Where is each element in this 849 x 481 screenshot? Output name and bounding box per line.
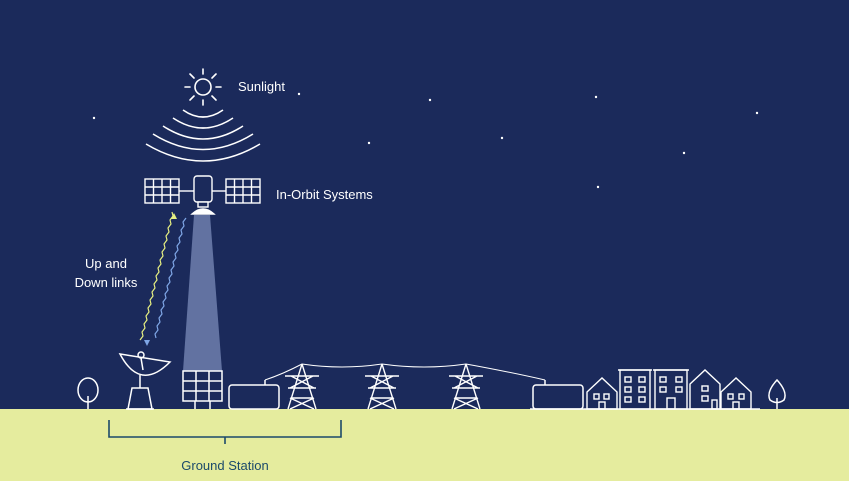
star-icon [92, 116, 96, 120]
tree-icon [768, 378, 786, 409]
star-icon [500, 136, 504, 140]
building-icon [653, 369, 689, 410]
ground-station-label: Ground Station [181, 458, 269, 473]
star-icon [367, 141, 371, 145]
links-label-line2: Down links [74, 275, 138, 290]
sunlight-label: Sunlight [238, 79, 285, 94]
house-icon [586, 377, 618, 410]
power-lines [264, 363, 546, 381]
star-icon [755, 111, 759, 115]
sunlight-waves [145, 109, 261, 162]
satellite-dish-icon [118, 351, 172, 410]
in-orbit-systems-label: In-Orbit Systems [276, 187, 373, 202]
satellite-icon [144, 175, 261, 215]
sun-icon [184, 68, 222, 106]
downlink-arrowhead [144, 340, 150, 346]
up-and-down-links-label: Up and Down links [60, 254, 152, 292]
building-icon [618, 369, 652, 410]
uplink-arrowhead [171, 213, 177, 219]
solar-panel-icon [182, 370, 223, 409]
ground-station-bracket [108, 420, 342, 444]
house-icon [689, 369, 721, 410]
star-icon [682, 151, 686, 155]
house-icon [720, 377, 752, 410]
stars [92, 92, 759, 189]
pylon-icon [285, 363, 319, 410]
star-icon [596, 185, 600, 189]
light-beam [183, 215, 222, 371]
star-icon [428, 98, 432, 102]
star-icon [594, 95, 598, 99]
star-icon [297, 92, 301, 96]
downlink-wave [154, 217, 187, 339]
battery-icon [532, 380, 584, 410]
tree-icon [77, 377, 99, 409]
ground [0, 409, 849, 481]
pylon-icon [449, 363, 483, 410]
pylon-icon [365, 363, 399, 410]
battery-icon [228, 380, 280, 410]
uplink-wave [139, 211, 174, 341]
links-label-line1: Up and [85, 256, 127, 271]
